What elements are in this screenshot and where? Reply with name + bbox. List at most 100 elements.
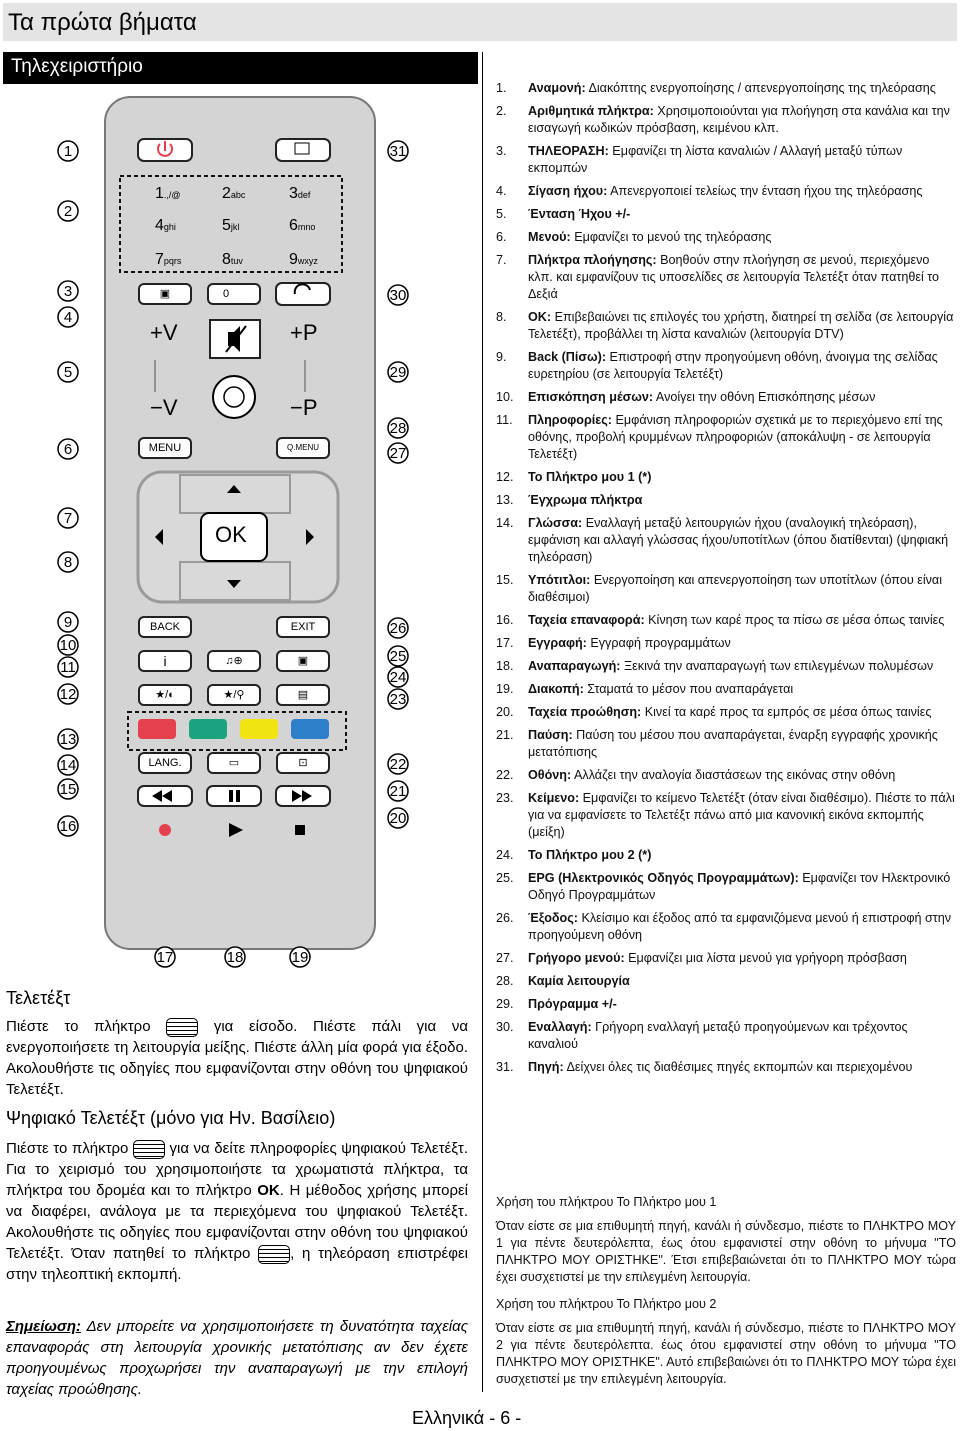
svg-text:19: 19: [292, 949, 309, 966]
callout-15: 15: [57, 778, 79, 800]
program-up-label: +P: [290, 320, 318, 345]
svg-text:16: 16: [60, 818, 77, 835]
record-icon: [159, 824, 171, 836]
svg-text:25: 25: [390, 648, 407, 665]
list-item: 31.Πηγή: Δείχνει όλες τις διαθέσιμες πηγ…: [496, 1060, 913, 1074]
callout-29: 29: [387, 361, 409, 383]
callout-10: 10: [57, 634, 79, 656]
language-button: LANG.: [138, 752, 192, 774]
epg-button: ♫⊕: [207, 650, 261, 672]
teletext-title: Τελετέξτ: [6, 988, 71, 1008]
list-item: 2.Αριθμητικά πλήκτρα: Χρησιμοποιούνται γ…: [496, 104, 950, 135]
svg-text:12: 12: [60, 686, 77, 703]
key-9: 9wxyz: [289, 251, 318, 268]
key-6: 6mno: [289, 217, 316, 234]
list-item: 24.Το Πλήκτρο μου 2 (*): [496, 848, 652, 862]
page-title: Τα πρώτα βήματα: [8, 9, 197, 36]
list-item: 10.Επισκόπηση μέσων: Ανοίγει την οθόνη Ε…: [496, 390, 876, 404]
play-icon: [229, 823, 243, 837]
note-paragraph: Σημείωση: Δεν μπορείτε να χρησιμοποιήσετ…: [6, 1318, 468, 1398]
key-4: 4ghi: [155, 217, 176, 234]
callout-7: 7: [57, 507, 79, 529]
svg-text:7: 7: [64, 510, 72, 527]
list-item: 13.Έγχρωμα πλήκτρα: [496, 493, 643, 507]
media-browser-button: [212, 375, 256, 419]
callout-9: 9: [57, 611, 79, 633]
key-1: 1.,/@: [155, 185, 181, 202]
ok-button: [200, 512, 268, 562]
svg-text:20: 20: [390, 810, 407, 827]
list-item: 27.Γρήγορο μενού: Εμφανίζει μια λίστα με…: [496, 951, 907, 965]
blue-button: [291, 719, 329, 739]
svg-text:23: 23: [390, 691, 407, 708]
callout-30: 30: [387, 284, 409, 306]
callout-1: 1: [57, 140, 79, 162]
svg-text:30: 30: [390, 287, 407, 304]
teletext-icon: [258, 1244, 291, 1264]
svg-text:1: 1: [64, 143, 72, 160]
green-button: [189, 719, 227, 739]
svg-text:28: 28: [390, 420, 407, 437]
section-title: Τηλεχειριστήριο: [11, 56, 143, 77]
callout-21: 21: [387, 780, 409, 802]
svg-text:10: 10: [60, 637, 77, 654]
callout-14: 14: [57, 754, 79, 776]
callout-18: 18: [224, 946, 246, 968]
my-button-1-text: Όταν είστε σε μια επιθυμητή πηγή, κανάλι…: [496, 1219, 956, 1284]
list-item: 18.Αναπαραγωγή: Ξεκινά την αναπαραγωγή τ…: [496, 659, 934, 673]
screen-button: ▣: [276, 650, 330, 672]
list-item: 14.Γλώσσα: Εναλλαγή μεταξύ λειτουργιών ή…: [496, 516, 949, 564]
button-description-list: 1.Αναμονή: Διακόπτης ενεργοποίησης / απε…: [496, 80, 956, 1082]
back-button: BACK: [138, 616, 192, 638]
svg-text:11: 11: [60, 659, 76, 676]
list-item: 22.Οθόνη: Αλλάζει την αναλογία διαστάσεω…: [496, 768, 896, 782]
svg-text:8: 8: [64, 554, 72, 571]
svg-text:2: 2: [64, 203, 72, 220]
up-arrow-icon: [227, 485, 241, 493]
playback-buttons: [137, 785, 331, 837]
callout-23: 23: [387, 688, 409, 710]
key-2: 2abc: [222, 185, 246, 202]
column-divider: [482, 52, 483, 1392]
list-item: 29.Πρόγραμμα +/-: [496, 997, 617, 1011]
swap-icon: [293, 283, 311, 295]
page-header: Τα πρώτα βήματα: [3, 3, 957, 41]
down-arrow-icon: [227, 580, 241, 588]
svg-text:6: 6: [64, 441, 72, 458]
key-0: 0: [207, 283, 261, 305]
program-down-label: −P: [290, 395, 318, 420]
key-5: 5jkl: [222, 217, 240, 234]
teletext-icon: [166, 1017, 199, 1037]
quick-menu-button: Q.MENU: [276, 437, 330, 459]
callout-17: 17: [154, 946, 176, 968]
list-item: 4.Σίγαση ήχου: Απενεργοποιεί τελείως την…: [496, 184, 923, 198]
volume-up-label: +V: [150, 320, 178, 345]
my-button-1: ★/◐: [138, 684, 192, 706]
teletext-icon: [132, 1139, 165, 1159]
volume-down-label: −V: [150, 395, 178, 420]
info-button: i: [138, 650, 192, 672]
power-icon: [157, 143, 173, 157]
svg-text:27: 27: [390, 445, 407, 462]
callout-27: 27: [387, 442, 409, 464]
list-item: 26.Έξοδος: Κλείσιμο και έξοδος από τα εμ…: [496, 911, 952, 942]
svg-text:26: 26: [390, 620, 407, 637]
svg-text:3: 3: [64, 283, 72, 300]
key-7: 7pqrs: [155, 251, 182, 268]
tv-button: ▣: [138, 283, 192, 305]
callout-28: 28: [387, 417, 409, 439]
source-icon: [294, 142, 310, 155]
list-item: 23.Κείμενο: Εμφανίζει το κείμενο Τελετέξ…: [496, 791, 955, 839]
exit-button: EXIT: [276, 616, 330, 638]
callout-2: 2: [57, 200, 79, 222]
svg-text:14: 14: [60, 757, 77, 774]
svg-text:22: 22: [390, 756, 407, 773]
list-item: 20.Ταχεία προώθηση: Κινεί τα καρέ προς τ…: [496, 705, 932, 719]
teletext-paragraph: Πιέστε το πλήκτρο για είσοδο. Πιέστε πάλ…: [6, 1017, 468, 1098]
callout-8: 8: [57, 551, 79, 573]
yellow-button: [240, 719, 278, 739]
my-button-2-heading: Χρήση του πλήκτρου Το Πλήκτρο μου 2: [496, 1297, 717, 1311]
stop-icon: [295, 825, 305, 835]
callout-20: 20: [387, 807, 409, 829]
